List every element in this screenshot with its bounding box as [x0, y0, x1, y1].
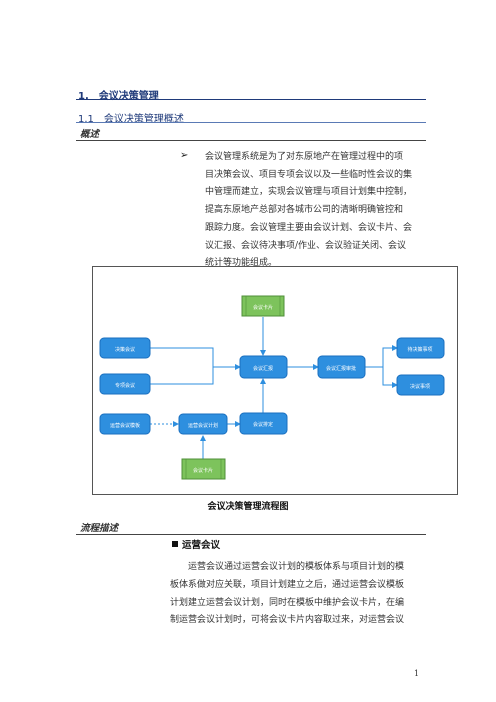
section-heading-1-1: 1.1 会议决策管理概述: [78, 114, 184, 125]
node-report-review: 会议汇报审批: [317, 355, 366, 379]
node-meeting-schedule: 会议排定: [239, 412, 288, 435]
connector-special-to-report: [150, 366, 240, 385]
ops-meeting-heading: 运营会议: [182, 540, 221, 551]
node-label: 运营会议模板: [110, 422, 140, 429]
flow-line: 计划建立运营会议计划，同时在模板中维护会议卡片，在编: [170, 597, 405, 608]
connector-review-to-decisions: [382, 367, 398, 388]
node-label: 待决策事项: [407, 346, 432, 353]
node-decision-items: 决议事项: [396, 374, 445, 396]
node-label: 运营会议计划: [188, 422, 218, 429]
flow-heading-rule: [76, 534, 426, 535]
node-label: 专项会议: [115, 382, 135, 389]
node-label: 会议汇报审批: [326, 365, 356, 372]
flow-line: 运营会议通过运营会议计划的模板体系与项目计划的模: [170, 562, 405, 572]
page-number: 1: [414, 669, 420, 678]
overview-line: 统计等功能组成。: [205, 258, 278, 269]
node-label: 决策会议: [115, 346, 135, 353]
heading-2-rule: [76, 122, 426, 123]
flowchart-connectors: [150, 317, 398, 459]
overview-line: 中管理而建立，实现会议管理与项目计划集中控制，: [205, 187, 413, 198]
flow-paragraph: 运营会议通过运营会议计划的模板体系与项目计划的模 板体系做对应关联，项目计划建立…: [170, 559, 433, 630]
section-heading-1: 1. 会议决策管理: [78, 91, 159, 102]
heading-1-rule: [76, 99, 426, 100]
figure-caption: 会议决策管理流程图: [207, 502, 289, 512]
overview-paragraph: 会议管理系统是为了对东原地产在管理过程中的项 目决策会议、项目专项会议以及一些临…: [205, 149, 430, 273]
node-label: 决议事项: [410, 383, 430, 390]
node-decision-meeting: 决策会议: [99, 337, 151, 359]
flowchart-frame: 会议卡片 会议卡片 决策会议 专项会议 会议汇报 会议汇报审批 待决策事项: [92, 266, 458, 495]
connector-decision-to-report: [150, 347, 241, 370]
overview-line: 议汇报、会议待决事项/作业、会议验证关闭、会议: [205, 240, 407, 251]
arrow-bullet-icon: ➢: [180, 150, 189, 161]
flow-description-heading: 流程描述: [80, 523, 119, 534]
square-bullet-icon: [172, 541, 178, 547]
node-label: 会议卡片: [253, 304, 273, 311]
overview-line: 会议管理系统是为了对东原地产在管理过程中的项: [205, 152, 404, 162]
overview-heading: 概述: [80, 129, 100, 140]
overview-heading-rule: [76, 140, 426, 141]
node-meeting-card-bottom: 会议卡片: [181, 458, 226, 480]
node-meeting-card-top: 会议卡片: [241, 295, 285, 317]
flowchart: 会议卡片 会议卡片 决策会议 专项会议 会议汇报 会议汇报审批 待决策事项: [99, 295, 445, 480]
node-label: 会议汇报: [253, 365, 273, 372]
node-ops-plan: 运营会议计划: [178, 413, 228, 435]
node-ops-template: 运营会议模板: [99, 413, 151, 435]
overview-line: 跟踪力度。会议管理主要由会议计划、会议卡片、会: [205, 222, 413, 233]
node-special-meeting: 专项会议: [99, 373, 151, 395]
node-pending-issues: 待决策事项: [396, 337, 445, 359]
overview-line: 目决策会议、项目专项会议以及一些临时性会议的集: [205, 169, 413, 180]
flow-line: 制运营会议计划时，可将会议卡片内容取过来，对运营会议: [170, 615, 405, 626]
connector-review-to-pending: [365, 345, 398, 368]
node-label: 会议卡片: [193, 467, 213, 474]
node-label: 会议排定: [253, 421, 273, 428]
overview-line: 提高东原地产总部对各城市公司的清晰明确管控和: [205, 205, 404, 216]
flow-line: 板体系做对应关联，项目计划建立之后，通过运营会议模板: [170, 579, 405, 590]
node-meeting-report: 会议汇报: [239, 355, 288, 379]
